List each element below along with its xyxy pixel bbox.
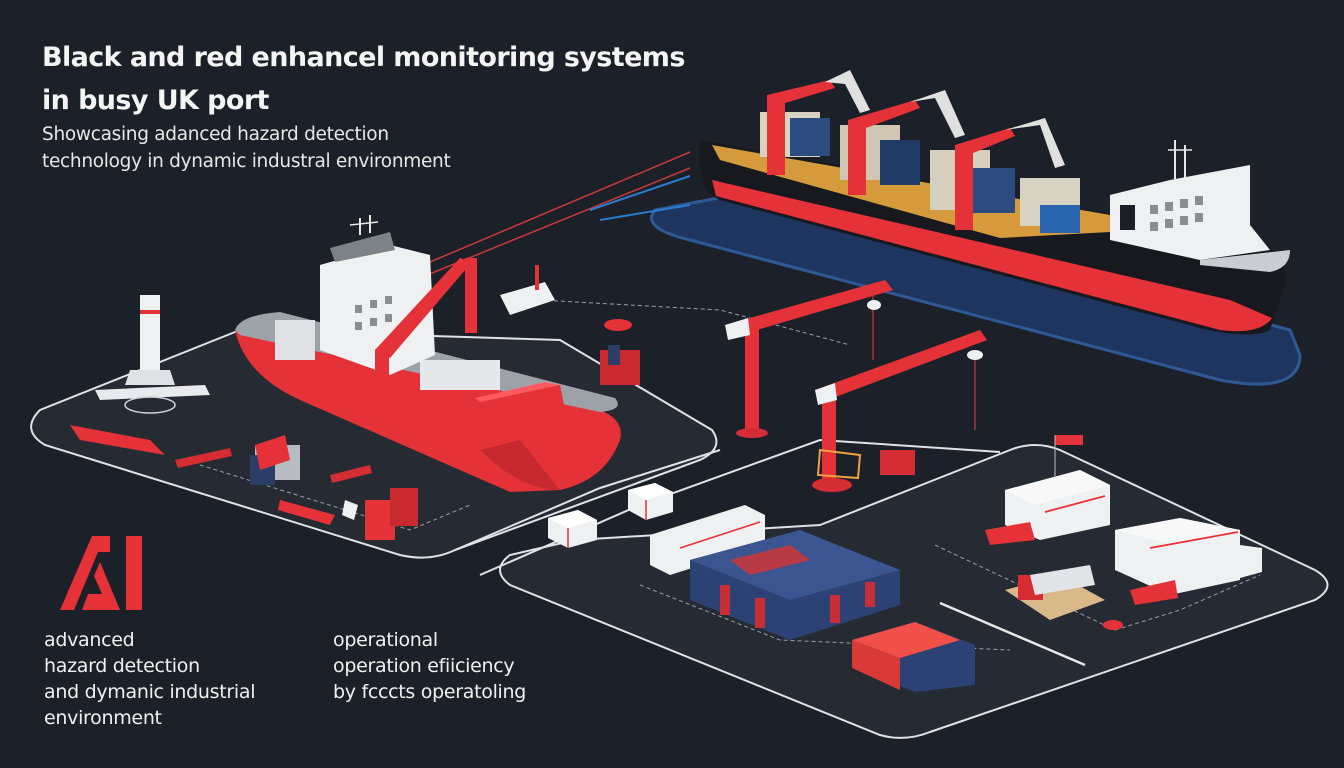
subtitle-line: technology in dynamic industral environm… bbox=[42, 151, 451, 172]
cargo-ship bbox=[699, 70, 1290, 335]
note-line: environment bbox=[44, 707, 162, 729]
page-subtitle: Showcasing adanced hazard detection tech… bbox=[42, 121, 451, 175]
feature-note-hazard: advanced hazard detection and dymanic in… bbox=[44, 627, 256, 731]
truck bbox=[1115, 518, 1262, 605]
note-line: by fcccts operatoling bbox=[333, 681, 527, 703]
water-basin bbox=[599, 188, 1302, 386]
note-line: operational bbox=[333, 629, 438, 651]
note-line: operation efiiciency bbox=[333, 655, 515, 677]
ai-logo-icon bbox=[60, 536, 142, 610]
truck bbox=[985, 470, 1110, 545]
ship-bridge bbox=[1110, 140, 1290, 272]
container-stack-blue-red bbox=[690, 530, 900, 640]
truck bbox=[650, 505, 765, 575]
dock-equipment-center bbox=[600, 319, 640, 385]
note-line: and dymanic industrial bbox=[44, 681, 256, 703]
feature-note-efficiency: operational operation efiiciency by fccc… bbox=[333, 627, 526, 705]
lighthouse-tower bbox=[95, 295, 210, 414]
ship-gantry-cranes bbox=[767, 70, 1065, 230]
note-line: hazard detection bbox=[44, 655, 200, 677]
title-line: Black and red enhancel monitoring system… bbox=[42, 42, 685, 73]
note-line: advanced bbox=[44, 629, 135, 651]
title-line: in busy UK port bbox=[42, 85, 269, 116]
small-truck bbox=[500, 265, 555, 315]
red-icebreaker-ship bbox=[235, 215, 621, 492]
harbour-crane bbox=[725, 280, 893, 438]
automated-guided-vehicle bbox=[628, 483, 673, 520]
page-title: Black and red enhancel monitoring system… bbox=[42, 36, 685, 122]
subtitle-line: Showcasing adanced hazard detection bbox=[42, 124, 389, 145]
container-stack-red bbox=[852, 622, 975, 692]
dock-equipment-left bbox=[70, 425, 418, 540]
harbour-crane bbox=[812, 330, 987, 492]
dock-platform-right bbox=[499, 444, 1329, 739]
automated-guided-vehicle bbox=[548, 510, 597, 548]
loading-equipment bbox=[1005, 435, 1123, 630]
signal-lines bbox=[409, 151, 691, 283]
